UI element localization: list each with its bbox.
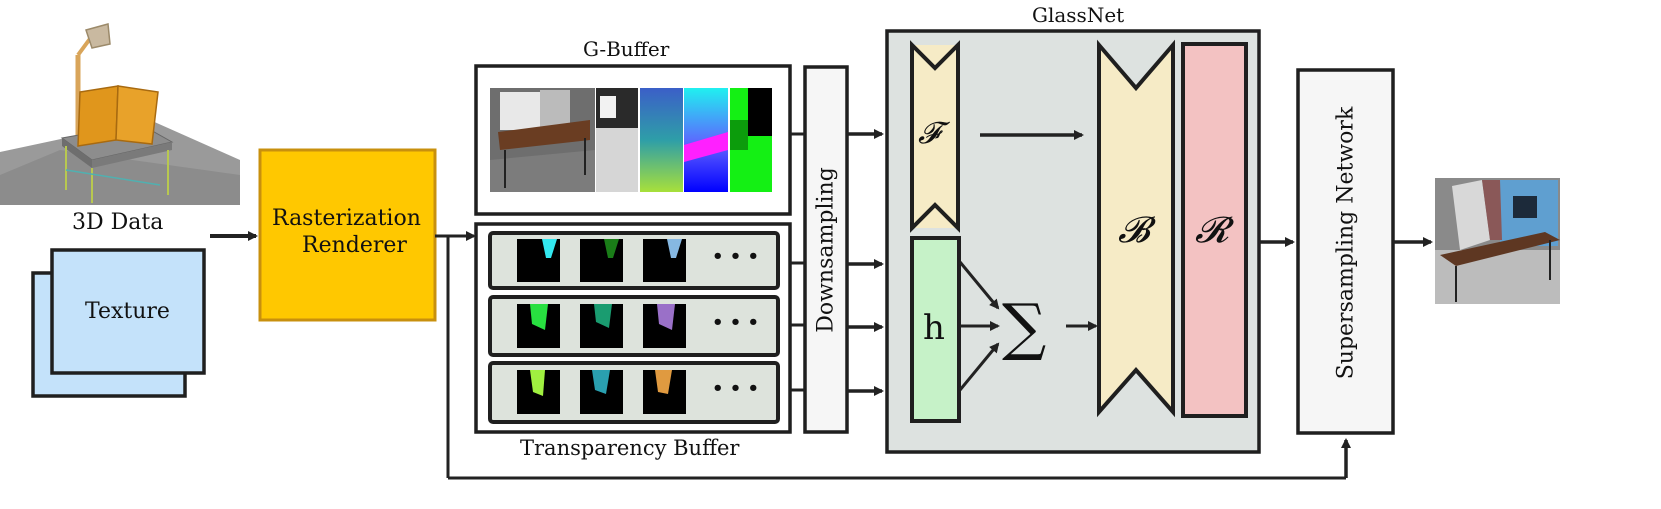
gbuffer-label: G-Buffer [583, 37, 670, 61]
transparency-buffer-label: Transparency Buffer [520, 436, 740, 460]
ellipsis-row-3: • • • [712, 378, 760, 399]
rasterizer-label-line1: Rasterization [272, 206, 421, 231]
b-symbol: 𝓑 [1118, 210, 1150, 251]
data3d-label: 3D Data [72, 210, 164, 235]
r-block [1181, 42, 1248, 418]
output-render-image [1435, 178, 1560, 304]
supersampling-network-label: Supersampling Network [1333, 106, 1359, 380]
b-block [1097, 39, 1175, 418]
ellipsis-row-2: • • • [712, 312, 760, 333]
ellipsis-row-1: • • • [712, 246, 760, 267]
glassnet-label: GlassNet [1032, 3, 1125, 27]
downsampling-panel [803, 65, 849, 434]
desk-lamp-scene-image [0, 23, 240, 205]
rasterizer-label-line2: Renderer [302, 233, 407, 258]
downsampling-label: Downsampling [813, 167, 839, 333]
texture-box [50, 248, 206, 375]
supersampling-network-panel [1296, 68, 1395, 435]
h-block [910, 236, 961, 423]
sum-symbol: ∑ [1002, 290, 1047, 363]
gbuffer-render-image [490, 88, 772, 192]
texture-label: Texture [85, 299, 170, 324]
transparency-layer-rows [488, 231, 780, 424]
f-symbol: 𝓕 [918, 116, 941, 151]
rasterization-renderer-box [258, 148, 437, 322]
h-symbol: h [923, 308, 945, 348]
r-symbol: 𝓡 [1195, 210, 1229, 251]
